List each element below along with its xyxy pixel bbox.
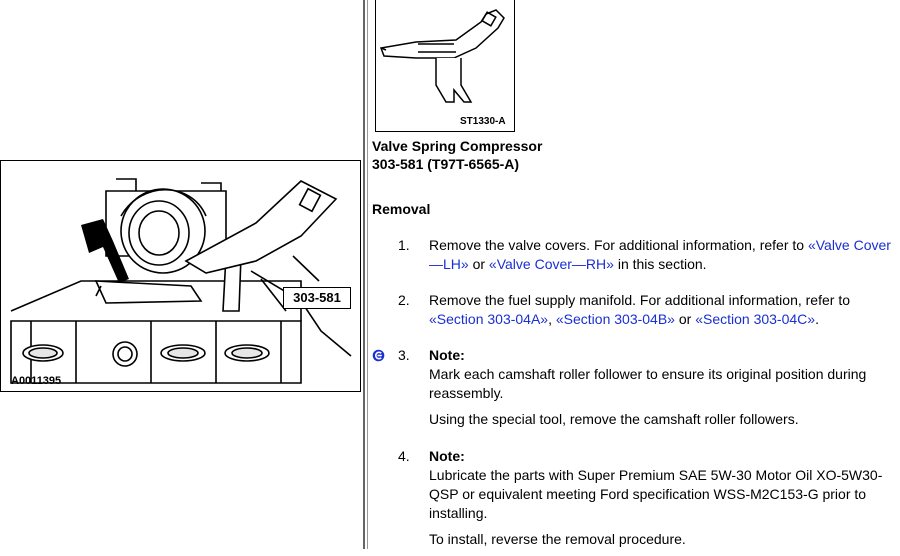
step-instruction: To install, reverse the removal procedur…	[429, 531, 686, 547]
tool-callout-label: 303-581	[293, 290, 341, 305]
link-section-303-04b[interactable]: «Section 303-04B»	[555, 311, 675, 327]
tool-figure-id-label: ST1330-A	[460, 116, 506, 127]
tool-name: Valve Spring Compressor	[372, 138, 543, 154]
tool-number: 303-581 (T97T-6565-A)	[372, 156, 520, 172]
link-section-303-04a[interactable]: «Section 303-04A»	[429, 311, 549, 327]
figure-id-label: A0011395	[11, 375, 62, 387]
step-text: Note: Mark each camshaft roller follower…	[429, 346, 899, 436]
installation-illustration	[10, 178, 352, 384]
step-number: 2.	[398, 292, 410, 308]
step-text-part: Remove the fuel supply manifold. For add…	[429, 292, 850, 308]
step-text-part: ,	[548, 311, 556, 327]
column-divider-inner	[367, 0, 368, 549]
step-number: 3.	[398, 347, 410, 363]
link-section-303-04c[interactable]: «Section 303-04C»	[695, 311, 816, 327]
step-text-part: in this section.	[613, 256, 707, 272]
step-text: Remove the fuel supply manifold. For add…	[429, 291, 899, 329]
tool-figure: ST1330-A	[375, 0, 515, 132]
step-text-part: or	[468, 256, 489, 272]
step-text-part: or	[674, 311, 696, 327]
reassembly-warning-icon	[372, 349, 385, 362]
step-text-part: .	[815, 311, 819, 327]
note-text: Mark each camshaft roller follower to en…	[429, 366, 867, 401]
step-number: 1.	[398, 237, 410, 253]
tool-callout-box: 303-581	[283, 287, 351, 309]
link-valve-cover-lh[interactable]: «Valve Cover—LH»	[429, 237, 891, 272]
installation-figure: A0011395 303-581	[0, 160, 361, 392]
section-heading: Removal	[372, 201, 431, 217]
column-divider	[363, 0, 365, 549]
link-valve-cover-rh[interactable]: «Valve Cover—RH»	[488, 256, 614, 272]
step-number: 4.	[398, 448, 410, 464]
note-title: Note:	[429, 448, 465, 464]
note-text: Lubricate the parts with Super Premium S…	[429, 467, 883, 521]
step-text-part: Remove the valve covers. For additional …	[429, 237, 808, 253]
step-instruction: Using the special tool, remove the camsh…	[429, 411, 799, 427]
step-text: Note: Lubricate the parts with Super Pre…	[429, 447, 899, 556]
tool-illustration	[379, 9, 505, 103]
note-title: Note:	[429, 347, 465, 363]
step-text: Remove the valve covers. For additional …	[429, 236, 899, 274]
